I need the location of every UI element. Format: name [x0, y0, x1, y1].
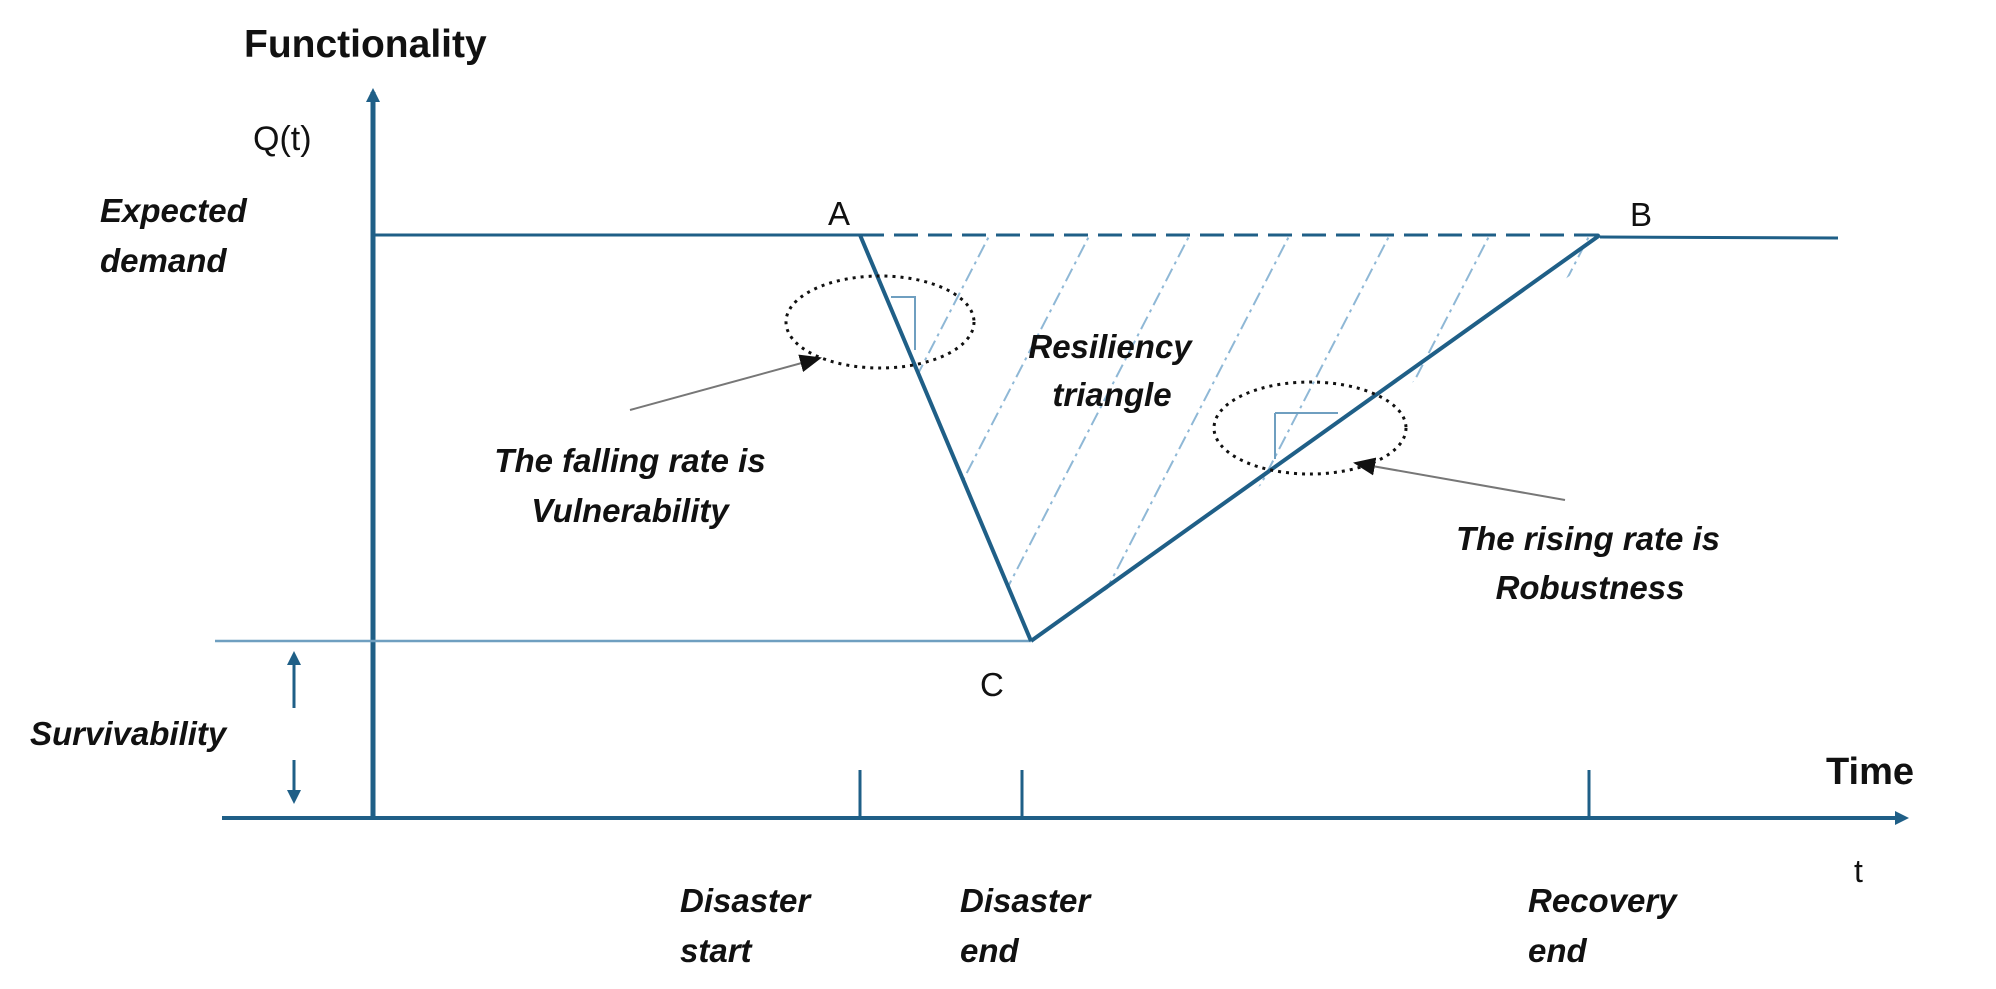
- point-c-label: C: [980, 666, 1004, 703]
- recovery-end-label-line2: end: [1528, 932, 1588, 969]
- rising-rate-label-line1: The rising rate is: [1456, 520, 1720, 557]
- rising-segment: [1029, 233, 1602, 643]
- rising-rate-arrow: [1353, 457, 1566, 501]
- falling-rate-circle: [784, 274, 976, 370]
- rising-rate-label-line2: Robustness: [1496, 569, 1685, 606]
- falling-segment: [858, 234, 1033, 642]
- y-axis-symbol: Q(t): [253, 120, 312, 158]
- x-axis-symbol: t: [1854, 853, 1863, 889]
- expected-demand-label-line1: Expected: [100, 192, 248, 229]
- disaster-end-label-line2: end: [960, 932, 1020, 969]
- falling-rate-label-line1: The falling rate is: [494, 442, 765, 479]
- disaster-start-label-line2: start: [680, 932, 754, 969]
- recovery-end-label-line1: Recovery: [1528, 882, 1678, 919]
- disaster-start-label-line1: Disaster: [680, 882, 812, 919]
- point-a-label: A: [828, 195, 850, 232]
- point-b-label: B: [1630, 196, 1652, 233]
- y-axis-title: Functionality: [244, 23, 487, 66]
- falling-slope-marker: [891, 296, 916, 350]
- falling-rate-label-line2: Vulnerability: [531, 492, 730, 529]
- expected-demand-label-line2: demand: [100, 242, 227, 279]
- rising-rate-circle: [1212, 380, 1408, 476]
- resiliency-triangle-label-line1: Resiliency: [1028, 328, 1193, 365]
- disaster-end-label-line1: Disaster: [960, 882, 1092, 919]
- resiliency-triangle-label-line2: triangle: [1052, 376, 1171, 413]
- post-recovery-line: [1599, 235, 1839, 240]
- x-axis-title: Time: [1826, 751, 1914, 793]
- falling-rate-arrow: [629, 354, 822, 411]
- survivability-label: Survivability: [30, 715, 228, 752]
